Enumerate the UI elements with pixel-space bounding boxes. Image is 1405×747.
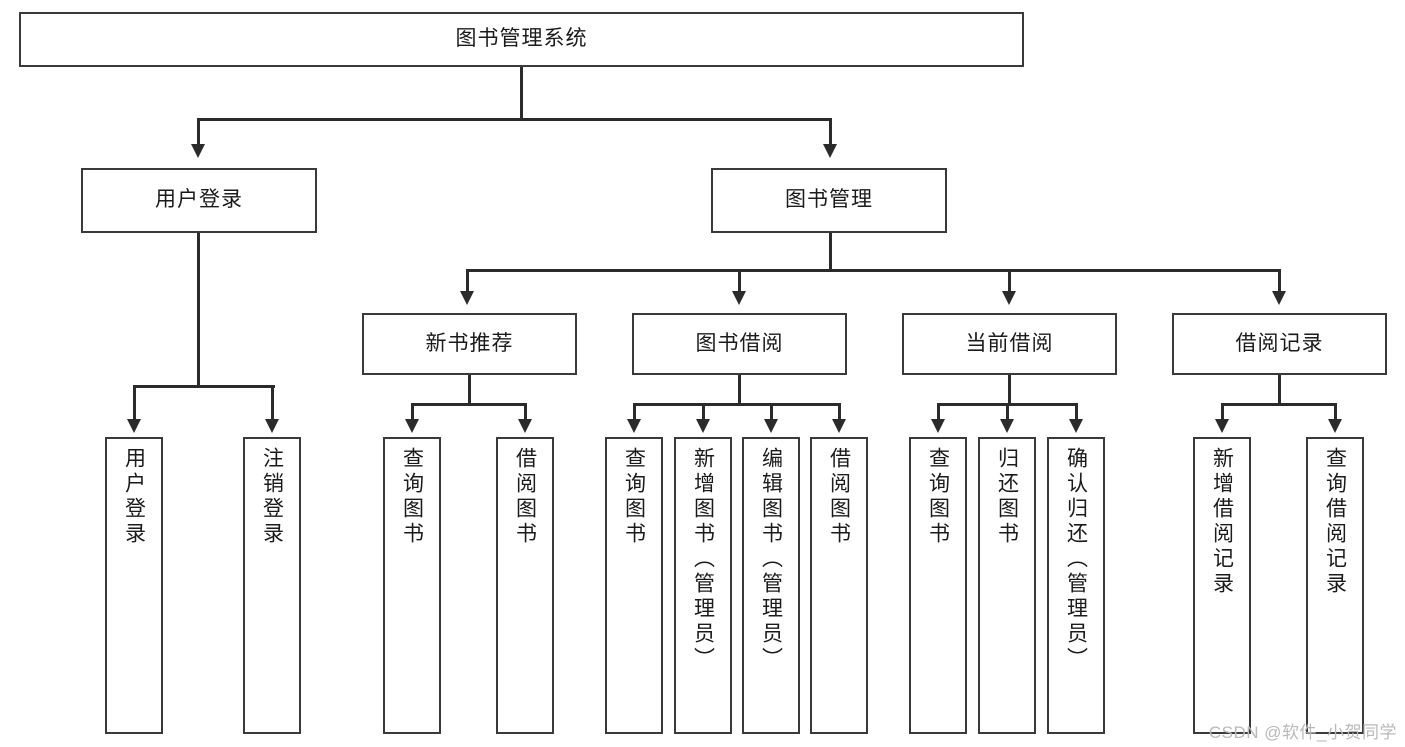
arrowhead-root-to-user-login <box>191 144 205 158</box>
node-label: 借阅记录 <box>1235 331 1324 355</box>
node-label: 图书借阅 <box>695 331 784 355</box>
node-label: 查询图书 <box>926 447 950 547</box>
connector-user-login-stem <box>197 233 200 387</box>
connector-user-login-bar <box>133 385 275 388</box>
leaf-current-borrow-return[interactable]: 归还图书 <box>978 437 1036 734</box>
arrowhead-current-borrow-leaf-2 <box>1000 419 1014 433</box>
connector-new-book-stem <box>468 375 471 405</box>
connector-current-borrow-leaf-3 <box>1075 403 1078 421</box>
node-new-book-recommend[interactable]: 新书推荐 <box>362 313 577 375</box>
node-label: 图书管理系统 <box>455 27 588 51</box>
arrowhead-current-borrow-leaf-1 <box>931 419 945 433</box>
connector-root-bar <box>197 118 831 121</box>
connector-new-book-leaf-1 <box>411 403 414 421</box>
watermark-text: CSDN @软件_小贺同学 <box>1208 723 1397 742</box>
connector-new-book-leaf-2 <box>524 403 527 421</box>
node-label: 确认归还（管理员） <box>1064 447 1088 672</box>
node-label: 注销登录 <box>260 447 284 547</box>
arrowhead-current-borrow <box>1002 291 1016 305</box>
connector-borrow-record-stem <box>1278 375 1281 405</box>
leaf-borrow-record-add[interactable]: 新增借阅记录 <box>1193 437 1251 734</box>
connector-book-mgmt-to-borrow-record <box>1278 269 1281 293</box>
connector-book-mgmt-to-book-borrow <box>738 269 741 293</box>
connector-root-to-user-login <box>197 118 200 146</box>
node-label: 图书管理 <box>785 188 873 212</box>
arrowhead-book-borrow-leaf-3 <box>764 419 778 433</box>
node-label: 查询借阅记录 <box>1323 447 1347 597</box>
leaf-new-book-query[interactable]: 查询图书 <box>383 437 441 734</box>
arrowhead-current-borrow-leaf-3 <box>1069 419 1083 433</box>
connector-book-mgmt-to-current-borrow <box>1008 269 1011 293</box>
node-label: 借阅图书 <box>513 447 537 547</box>
arrowhead-user-login-leaf-2 <box>265 419 279 433</box>
leaf-new-book-borrow[interactable]: 借阅图书 <box>496 437 554 734</box>
connector-book-borrow-stem <box>738 375 741 405</box>
connector-user-login-to-leaf-2 <box>271 385 274 421</box>
leaf-borrow-record-query[interactable]: 查询借阅记录 <box>1306 437 1364 734</box>
node-label: 当前借阅 <box>965 331 1054 355</box>
leaf-book-borrow-edit[interactable]: 编辑图书（管理员） <box>742 437 800 734</box>
connector-root-stem <box>520 67 523 120</box>
arrowhead-book-borrow-leaf-1 <box>627 419 641 433</box>
connector-book-borrow-leaf-2 <box>702 403 705 421</box>
connector-book-borrow-bar <box>633 403 840 406</box>
leaf-current-borrow-query[interactable]: 查询图书 <box>909 437 967 734</box>
leaf-book-borrow-borrow[interactable]: 借阅图书 <box>810 437 868 734</box>
node-label: 新增借阅记录 <box>1210 447 1234 597</box>
arrowhead-book-borrow-leaf-2 <box>696 419 710 433</box>
node-label: 用户登录 <box>122 447 146 547</box>
arrowhead-user-login-leaf-1 <box>127 419 141 433</box>
connector-book-mgmt-stem <box>829 233 832 271</box>
leaf-user-login-logout[interactable]: 注销登录 <box>243 437 301 734</box>
node-label: 新书推荐 <box>425 331 514 355</box>
connector-book-borrow-leaf-3 <box>770 403 773 421</box>
node-label: 查询图书 <box>622 447 646 547</box>
connector-current-borrow-leaf-1 <box>937 403 940 421</box>
arrowhead-borrow-record <box>1272 291 1286 305</box>
arrowhead-borrow-record-leaf-1 <box>1215 419 1229 433</box>
arrowhead-new-book-leaf-2 <box>518 419 532 433</box>
arrowhead-book-borrow <box>732 291 746 305</box>
arrowhead-root-to-book-mgmt <box>823 144 837 158</box>
node-book-management[interactable]: 图书管理 <box>711 168 947 233</box>
connector-book-mgmt-bar <box>466 269 1280 272</box>
node-borrow-record[interactable]: 借阅记录 <box>1172 313 1387 375</box>
leaf-book-borrow-add[interactable]: 新增图书（管理员） <box>674 437 732 734</box>
arrowhead-new-book-leaf-1 <box>405 419 419 433</box>
connector-book-borrow-leaf-4 <box>838 403 841 421</box>
node-label: 编辑图书（管理员） <box>759 447 783 672</box>
connector-user-login-to-leaf-1 <box>133 385 136 421</box>
node-label: 查询图书 <box>400 447 424 547</box>
node-label: 归还图书 <box>995 447 1019 547</box>
arrowhead-new-book <box>460 291 474 305</box>
leaf-user-login-login[interactable]: 用户登录 <box>105 437 163 734</box>
node-label: 借阅图书 <box>827 447 851 547</box>
connector-root-to-book-mgmt <box>829 118 832 146</box>
connector-book-mgmt-to-new-book <box>466 269 469 293</box>
arrowhead-borrow-record-leaf-2 <box>1328 419 1342 433</box>
node-current-borrow[interactable]: 当前借阅 <box>902 313 1117 375</box>
connector-current-borrow-leaf-2 <box>1006 403 1009 421</box>
leaf-book-borrow-query[interactable]: 查询图书 <box>605 437 663 734</box>
node-label: 用户登录 <box>155 188 243 212</box>
node-user-login[interactable]: 用户登录 <box>81 168 317 233</box>
node-root-system[interactable]: 图书管理系统 <box>19 12 1024 67</box>
arrowhead-book-borrow-leaf-4 <box>832 419 846 433</box>
node-book-borrow[interactable]: 图书借阅 <box>632 313 847 375</box>
connector-book-borrow-leaf-1 <box>633 403 636 421</box>
leaf-current-borrow-confirm-return[interactable]: 确认归还（管理员） <box>1047 437 1105 734</box>
connector-borrow-record-leaf-2 <box>1334 403 1337 421</box>
connector-current-borrow-stem <box>1008 375 1011 405</box>
node-label: 新增图书（管理员） <box>691 447 715 672</box>
connector-new-book-bar <box>411 403 526 406</box>
connector-borrow-record-bar <box>1221 403 1336 406</box>
connector-borrow-record-leaf-1 <box>1221 403 1224 421</box>
